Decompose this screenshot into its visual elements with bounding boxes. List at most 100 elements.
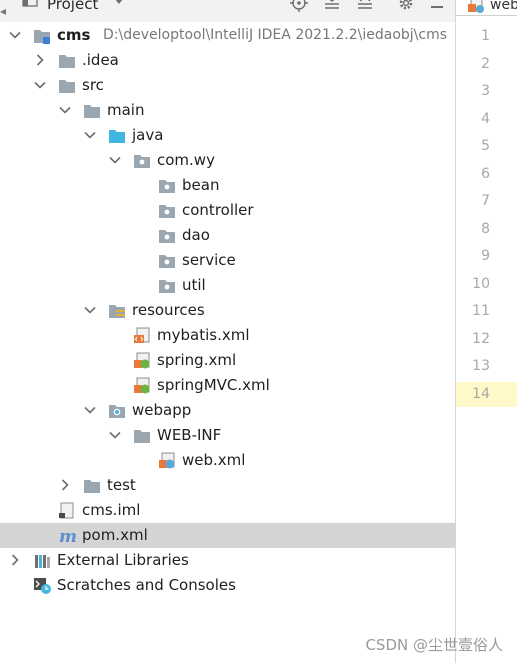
line-number: 13	[472, 358, 490, 374]
tree-item-resources[interactable]: resources	[0, 298, 455, 323]
tree-item-label: webapp	[132, 401, 192, 419]
tree-item-test[interactable]: test	[0, 473, 455, 498]
panel-divider[interactable]	[455, 0, 456, 663]
tree-item-label: java	[132, 126, 164, 144]
line-number: 10	[472, 275, 490, 292]
project-view-icon	[22, 0, 38, 7]
chevron-down-icon[interactable]	[83, 403, 97, 417]
expand-all-icon[interactable]	[356, 0, 374, 12]
chevron-right-icon[interactable]	[8, 553, 22, 567]
tree-item-java[interactable]: java	[0, 123, 455, 148]
project-panel-title[interactable]: Project	[47, 0, 99, 13]
tree-item-controller[interactable]: controller	[0, 198, 455, 223]
tree-item-springmvc-xml[interactable]: springMVC.xml	[0, 373, 455, 398]
tree-item-service[interactable]: service	[0, 248, 455, 273]
tree-item-pom-xml[interactable]: m pom.xml	[0, 523, 455, 548]
package-icon	[159, 255, 175, 268]
hide-panel-icon[interactable]	[431, 0, 443, 8]
line-number: 14	[472, 385, 490, 402]
tree-item-label: .idea	[82, 51, 119, 69]
tree-item-label: cms.iml	[82, 501, 141, 519]
tree-item-label: util	[182, 276, 206, 294]
tree-item-external-libraries[interactable]: External Libraries	[0, 548, 455, 573]
tree-item-webapp[interactable]: webapp	[0, 398, 455, 423]
web-xml-icon	[159, 452, 175, 469]
svg-text:m: m	[59, 527, 76, 544]
tree-item-label: controller	[182, 201, 254, 219]
module-folder-icon	[34, 30, 50, 44]
chevron-down-icon[interactable]	[83, 303, 97, 317]
tree-item-bean[interactable]: bean	[0, 173, 455, 198]
tree-item-web-inf[interactable]: WEB-INF	[0, 423, 455, 448]
package-icon	[159, 180, 175, 193]
folder-icon	[84, 480, 100, 493]
line-number: 5	[481, 138, 490, 154]
web-xml-icon	[468, 0, 484, 13]
tree-item-label: bean	[182, 176, 220, 194]
tree-item-cms-iml[interactable]: cms.iml	[0, 498, 455, 523]
tree-item-spring-xml[interactable]: spring.xml	[0, 348, 455, 373]
folder-icon	[59, 55, 75, 68]
tree-item-label: test	[107, 476, 136, 494]
tree-item-web-xml[interactable]: web.xml	[0, 448, 455, 473]
package-icon	[159, 230, 175, 243]
chevron-down-icon[interactable]	[33, 78, 47, 92]
panel-edge-glyph: ◂	[0, 4, 7, 18]
spring-xml-icon	[134, 377, 150, 394]
package-icon	[159, 280, 175, 293]
tree-item-label: dao	[182, 226, 210, 244]
folder-icon	[59, 80, 75, 93]
tree-item-mybatis-xml[interactable]: mybatis.xml	[0, 323, 455, 348]
watermark: CSDN @尘世壹俗人	[365, 636, 503, 654]
chevron-right-icon[interactable]	[58, 478, 72, 492]
editor-tab-web-xml[interactable]: web	[456, 0, 517, 16]
tree-item-label: Scratches and Consoles	[57, 576, 236, 594]
current-line-highlight	[456, 382, 517, 407]
gear-icon[interactable]	[397, 0, 415, 12]
tree-item-com-wy[interactable]: com.wy	[0, 148, 455, 173]
chevron-down-icon[interactable]	[83, 128, 97, 142]
line-number: 2	[481, 55, 490, 72]
tree-item-src[interactable]: src	[0, 73, 455, 98]
maven-icon: m	[59, 527, 76, 544]
tree-item-idea[interactable]: .idea	[0, 48, 455, 73]
line-number: 4	[481, 110, 490, 127]
tree-item-label: pom.xml	[82, 526, 148, 544]
line-number: 9	[481, 248, 490, 264]
tree-item-label: spring.xml	[157, 351, 237, 369]
locate-icon[interactable]	[290, 0, 308, 12]
editor-tab-label: web	[490, 0, 517, 13]
tree-item-label: main	[107, 101, 145, 119]
source-root-folder-icon	[109, 130, 125, 143]
chevron-down-icon[interactable]	[8, 28, 22, 42]
chevron-down-icon[interactable]	[108, 153, 122, 167]
spring-xml-icon	[134, 352, 150, 369]
line-number: 12	[472, 330, 490, 347]
tree-item-label: mybatis.xml	[157, 326, 250, 344]
chevron-right-icon[interactable]	[33, 53, 47, 67]
chevron-down-icon[interactable]	[108, 428, 122, 442]
tree-item-label: External Libraries	[57, 551, 189, 569]
line-number: 1	[481, 28, 490, 44]
libraries-icon	[35, 555, 50, 568]
resources-folder-icon	[109, 305, 125, 318]
view-dropdown-chevron-icon[interactable]	[112, 0, 126, 9]
tree-item-util[interactable]: util	[0, 273, 455, 298]
tree-item-scratches-and-consoles[interactable]: Scratches and Consoles	[0, 573, 455, 598]
web-folder-icon	[109, 405, 125, 418]
line-number: 8	[481, 220, 490, 237]
folder-icon	[84, 105, 100, 118]
tree-item-main[interactable]: main	[0, 98, 455, 123]
tree-item-label: service	[182, 251, 236, 269]
iml-file-icon	[59, 502, 74, 519]
collapse-all-icon[interactable]	[323, 0, 341, 12]
xml-file-icon	[134, 327, 150, 343]
scratches-icon	[34, 578, 51, 594]
module-path: D:\developtool\IntelliJ IDEA 2021.2.2\ie…	[103, 27, 448, 43]
tree-item-dao[interactable]: dao	[0, 223, 455, 248]
chevron-down-icon[interactable]	[58, 103, 72, 117]
line-number: 7	[481, 193, 490, 209]
line-number: 3	[481, 83, 490, 99]
